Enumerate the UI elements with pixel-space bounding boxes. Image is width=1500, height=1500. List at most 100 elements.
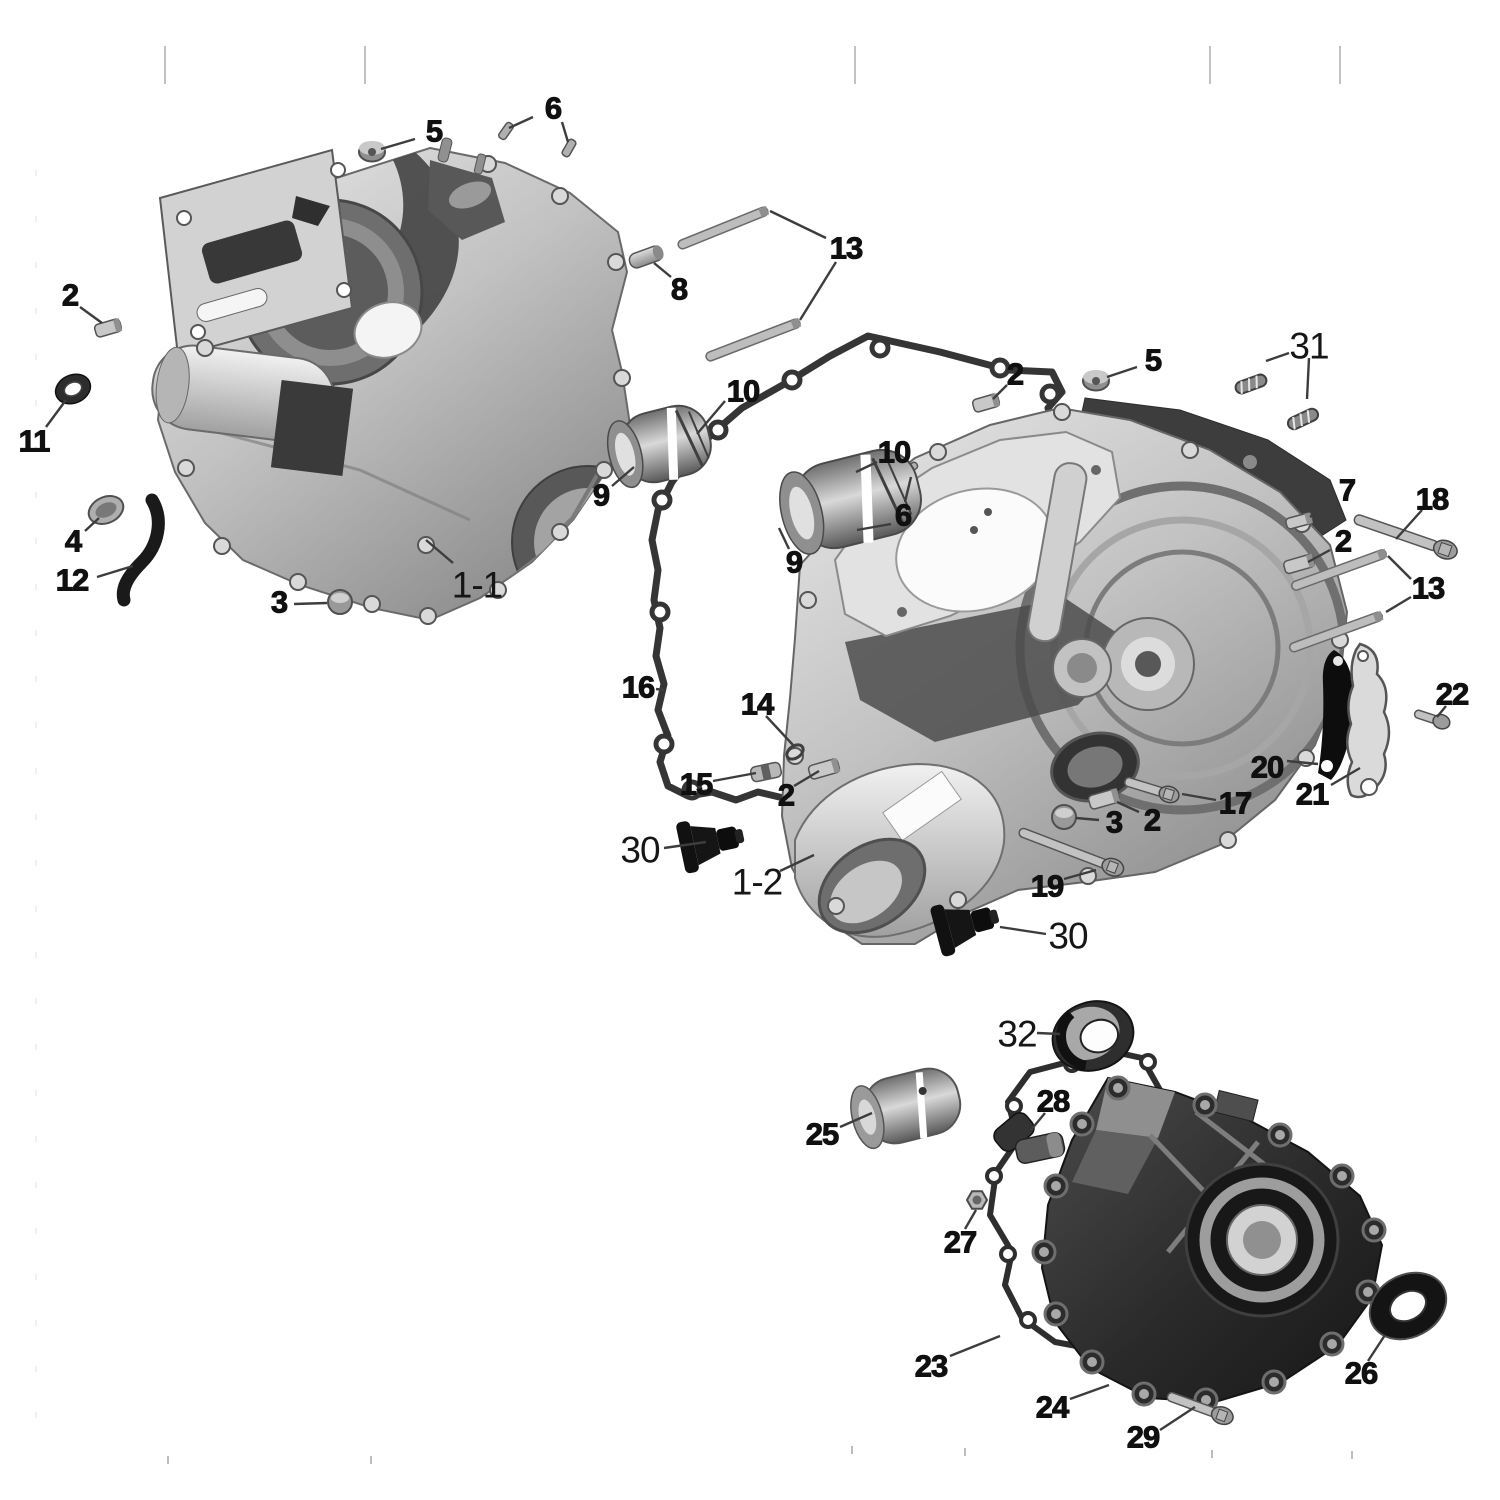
leader-line-12 <box>96 564 134 579</box>
short-bolt <box>1413 709 1451 730</box>
leader-line-9 <box>777 527 791 550</box>
callout-8-8: 8 <box>671 272 688 307</box>
sleeve-pin <box>628 245 664 269</box>
callout-1-1-7: 1-1 <box>452 565 502 606</box>
callout-14-23: 14 <box>741 687 775 722</box>
leader-line-3 <box>293 601 328 606</box>
deck-cutout-small <box>292 196 330 226</box>
leader-line-13 <box>769 209 827 240</box>
leader-line-31 <box>1305 357 1311 400</box>
callout-6-16: 6 <box>895 498 912 533</box>
callout-30-35: 30 <box>1048 916 1088 957</box>
callout-24-41: 24 <box>1036 1390 1070 1425</box>
deck-bolt-holes <box>176 162 352 340</box>
long-rod <box>677 205 770 250</box>
leader-line-19 <box>1063 868 1097 881</box>
rubber-plug <box>676 821 745 874</box>
callout-7-18: 7 <box>1339 473 1355 508</box>
leader-line-5 <box>1106 365 1138 379</box>
long-rod <box>1288 611 1384 653</box>
top-stud <box>473 153 487 175</box>
leader-line-18 <box>1395 509 1423 540</box>
callout-2-2: 2 <box>62 278 78 313</box>
leader-line-7 <box>1309 498 1335 518</box>
leader-line-2 <box>793 769 820 788</box>
callout-25-37: 25 <box>806 1117 839 1152</box>
long-bolt <box>1018 827 1125 877</box>
cap-nut <box>358 141 386 163</box>
leader-line-6 <box>903 476 913 503</box>
callout-32-36: 32 <box>997 1014 1036 1055</box>
deck-slot <box>196 288 268 322</box>
leader-line-13 <box>798 261 838 321</box>
breather-hose <box>116 493 165 607</box>
leader-line-2 <box>1307 548 1331 564</box>
cover-boss-center <box>1243 1221 1281 1259</box>
stepped-pin <box>749 761 783 783</box>
leader-line-22 <box>1436 705 1447 718</box>
leader-line-28 <box>1030 1112 1046 1131</box>
callout-31-14: 31 <box>1289 326 1328 367</box>
callout-2-12: 2 <box>1007 357 1023 392</box>
callout-18-19: 18 <box>1416 482 1449 517</box>
callout-9-11: 9 <box>593 478 610 513</box>
leader-line-4 <box>84 517 100 532</box>
case-bolt-lugs <box>177 155 631 625</box>
small-oil-seal <box>54 373 92 405</box>
stud-lug <box>1243 455 1257 469</box>
small-pin <box>497 121 515 141</box>
leader-line-31 <box>1265 351 1290 363</box>
coil-spring <box>1286 407 1320 431</box>
callout-16-22: 16 <box>622 670 655 705</box>
leader-line-10 <box>855 460 878 474</box>
callout-30-33: 30 <box>620 830 660 871</box>
leader-line-11 <box>45 399 67 428</box>
callout-11-3: 11 <box>19 424 51 459</box>
callout-2-30: 2 <box>1144 803 1160 838</box>
leader-line-2 <box>1116 800 1140 814</box>
leader-line-15 <box>712 771 757 783</box>
top-stud <box>437 137 453 163</box>
oil-seal <box>1368 1271 1448 1341</box>
bearing-shell-pair <box>606 404 712 489</box>
chain-guide-blade <box>1318 650 1354 780</box>
callout-10-15: 10 <box>878 435 910 470</box>
callout-3-31: 3 <box>1106 805 1123 840</box>
oil-seal <box>1051 1000 1135 1072</box>
leader-line-13 <box>1385 595 1412 614</box>
leader-line-9 <box>611 466 635 487</box>
callout-13-9: 13 <box>830 231 863 266</box>
callout-26-43: 26 <box>1345 1356 1378 1391</box>
callout-5-0: 5 <box>426 114 443 149</box>
tensioner-bracket <box>1346 642 1391 799</box>
starter-block <box>270 379 354 477</box>
leader-line-23 <box>949 1334 1001 1358</box>
callout-4-4: 4 <box>65 524 83 559</box>
leader-line-26 <box>1366 1334 1387 1362</box>
callout-28-38: 28 <box>1037 1084 1070 1119</box>
flange-bolt <box>1166 1391 1234 1426</box>
leader-line-13 <box>1387 555 1412 580</box>
split-bushing <box>850 1067 962 1150</box>
leader-line-30 <box>999 925 1047 936</box>
callout-10-10: 10 <box>727 374 759 409</box>
leader-line-5 <box>380 137 416 151</box>
crank-bore-opening <box>353 301 423 359</box>
callout-17-29: 17 <box>1219 786 1251 821</box>
spout-mouth-inner <box>829 860 903 924</box>
callout-20-27: 20 <box>1251 750 1283 785</box>
rubber-plug <box>930 904 1000 957</box>
callout-12-5: 12 <box>56 563 88 598</box>
crankcase-cover <box>1031 1075 1387 1413</box>
leader-line-2 <box>79 306 103 324</box>
leader-line-17 <box>1181 792 1217 802</box>
callout-3-6: 3 <box>271 585 288 620</box>
leader-line-10 <box>696 400 726 435</box>
callout-5-13: 5 <box>1145 343 1162 378</box>
leader-line-32 <box>1036 1031 1061 1036</box>
small-parts <box>54 121 1458 1426</box>
leader-line-20 <box>1286 759 1319 766</box>
